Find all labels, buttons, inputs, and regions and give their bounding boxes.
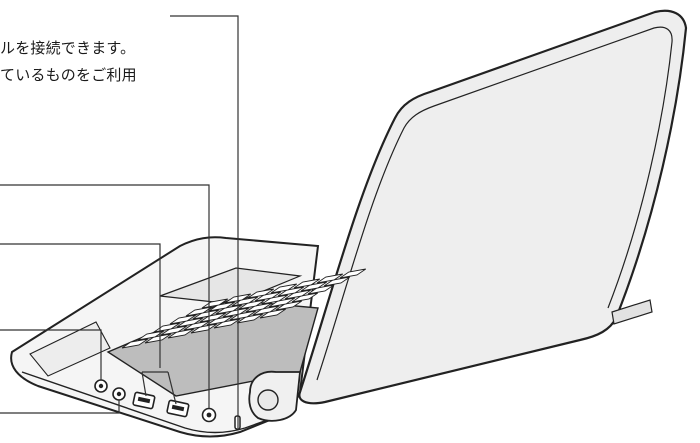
keyboard-key (275, 300, 303, 311)
description-line-2: ているものをご利用 (0, 66, 137, 84)
keyboard-key (137, 330, 165, 341)
lid-inner-edge (316, 26, 673, 381)
leader-lines (0, 15, 239, 428)
keyboard-key (323, 276, 351, 287)
keyboard-key (185, 306, 213, 317)
hinge-knob (257, 389, 279, 411)
leader-power-jack (0, 184, 210, 408)
keyboard-key (222, 307, 250, 318)
keyboard-key (183, 320, 211, 331)
keyboard-keys (121, 268, 367, 349)
keyboard-key (293, 278, 321, 289)
keyboard-key (238, 299, 266, 310)
keyboard-key (192, 309, 220, 320)
touchpad (159, 267, 303, 305)
keyboard-key (208, 301, 236, 312)
keyboard-key (144, 333, 172, 344)
leader-usb (0, 243, 161, 368)
keyboard-key (190, 323, 218, 334)
keyboard-key (300, 281, 328, 292)
keyboard-key (339, 268, 367, 279)
keyboard-key (261, 294, 289, 305)
keyboard-key (215, 304, 243, 315)
keyboard-key (316, 273, 344, 284)
keyboard-key (167, 328, 195, 339)
lid-rim (611, 299, 653, 325)
wrist-rest-left (29, 321, 111, 377)
keyboard-key (254, 291, 282, 302)
keyboard-key (169, 314, 197, 325)
keyboard-key (259, 308, 287, 319)
keyboard-key (307, 284, 335, 295)
keyboard-key (268, 297, 296, 308)
keyboard-key (236, 313, 264, 324)
keyboard-key (245, 302, 273, 313)
keyboard-key (160, 325, 188, 336)
description-line-1: ルを接続できます。 (0, 39, 136, 57)
keyboard-key (206, 315, 234, 326)
keyboard-key (270, 283, 298, 294)
keyboard-key (247, 288, 275, 299)
keyboard-key (213, 318, 241, 329)
leader-security-lock (170, 15, 239, 428)
keyboard-key (229, 310, 257, 321)
leader-audio-jack (0, 329, 102, 380)
keyboard-key (176, 317, 204, 328)
lid-back (298, 9, 688, 405)
keyboard-key (199, 312, 227, 323)
keyboard-key (277, 286, 305, 297)
keyboard-key (291, 292, 319, 303)
keyboard-key (284, 289, 312, 300)
keyboard-key (121, 338, 149, 349)
base-front-edge (21, 371, 291, 434)
leader-microphone-jack (0, 400, 120, 414)
keyboard-key (252, 305, 280, 316)
